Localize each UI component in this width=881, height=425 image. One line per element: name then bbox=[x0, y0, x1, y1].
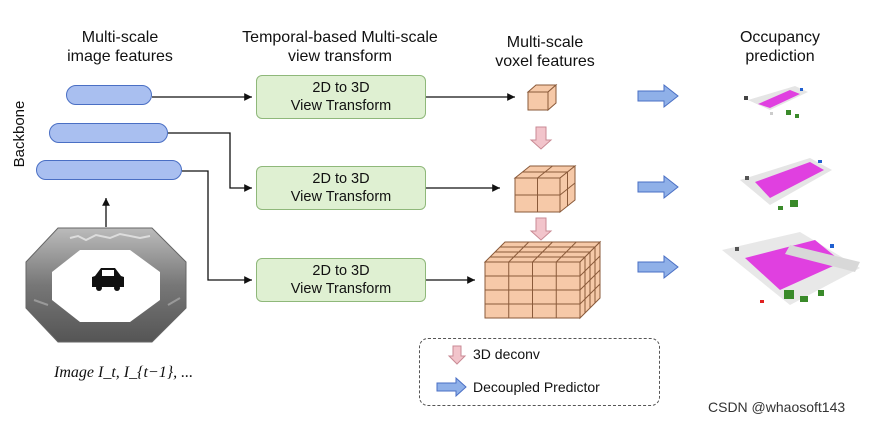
occupancy-prediction-3 bbox=[722, 232, 860, 305]
legend-box bbox=[419, 338, 660, 406]
header-voxel-features: Multi-scale voxel features bbox=[495, 34, 595, 70]
feature-map-medium bbox=[49, 123, 168, 143]
legend-deconv-arrow-icon bbox=[447, 345, 467, 365]
watermark: CSDN @whaosoft143 bbox=[708, 399, 846, 415]
voxel-large bbox=[483, 240, 602, 320]
view-transform-block-3: 2D to 3D View Transform bbox=[256, 258, 426, 302]
feature-map-small bbox=[66, 85, 152, 105]
occupancy-prediction-2 bbox=[740, 158, 832, 210]
vt-to-voxel-arrows bbox=[426, 93, 515, 284]
legend-predictor-label: Decoupled Predictor bbox=[473, 379, 600, 395]
deconv-arrows bbox=[529, 126, 553, 241]
voxel-medium bbox=[513, 164, 577, 214]
feature-to-vt-arrows bbox=[102, 93, 252, 284]
legend-predictor-arrow-icon bbox=[436, 376, 467, 398]
view-transform-block-1: 2D to 3D View Transform bbox=[256, 75, 426, 119]
predictor-arrows bbox=[637, 83, 679, 280]
view-transform-block-2: 2D to 3D View Transform bbox=[256, 166, 426, 210]
header-view-transform: Temporal-based Multi-scale view transfor… bbox=[242, 29, 438, 65]
car-icon bbox=[92, 268, 124, 291]
voxel-small bbox=[526, 83, 558, 112]
legend-deconv-label: 3D deconv bbox=[473, 346, 540, 362]
header-occupancy: Occupancy prediction bbox=[739, 29, 821, 65]
feature-map-large bbox=[36, 160, 182, 180]
occupancy-prediction-1 bbox=[744, 86, 808, 118]
image-caption: Image I_t, I_{t−1}, ... bbox=[54, 364, 194, 381]
header-image-features: Multi-scale image features bbox=[67, 29, 173, 65]
